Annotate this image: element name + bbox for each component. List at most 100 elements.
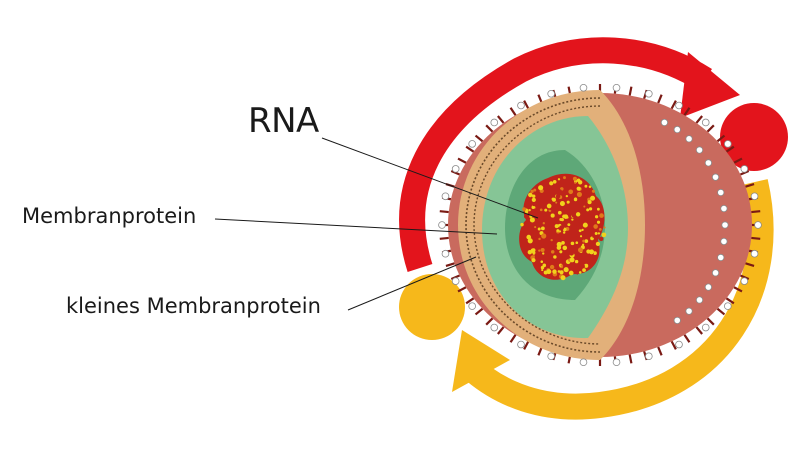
knob bbox=[451, 277, 460, 285]
knob bbox=[490, 323, 499, 332]
knob bbox=[724, 302, 732, 310]
spike bbox=[751, 236, 761, 240]
rna-speck bbox=[531, 248, 536, 253]
rna-speck bbox=[534, 226, 537, 229]
rna-speck bbox=[593, 224, 598, 229]
spike bbox=[497, 326, 505, 335]
spike bbox=[733, 157, 743, 164]
spike bbox=[740, 170, 750, 176]
membranprotein-label: Membranprotein bbox=[22, 204, 197, 228]
spike bbox=[537, 346, 543, 356]
spike bbox=[523, 100, 530, 110]
rna-speck bbox=[550, 250, 555, 254]
rna-leader bbox=[321, 137, 539, 219]
rna-speck bbox=[581, 264, 585, 268]
rna-speck bbox=[576, 223, 582, 229]
rna-speck bbox=[576, 272, 579, 275]
rna-speck bbox=[533, 188, 537, 192]
spike bbox=[725, 297, 735, 305]
rna-speck bbox=[592, 235, 595, 238]
rna-speck bbox=[552, 269, 557, 274]
rna-speck bbox=[584, 263, 589, 268]
rna-speck bbox=[594, 232, 598, 235]
rna-speck bbox=[531, 194, 536, 198]
knob bbox=[724, 140, 732, 148]
rna-speck bbox=[569, 250, 574, 256]
rna-speck bbox=[543, 256, 548, 262]
surface-knob bbox=[711, 269, 720, 277]
spike bbox=[457, 157, 467, 164]
rna-speck bbox=[575, 212, 581, 217]
knob bbox=[740, 165, 749, 173]
spike bbox=[465, 297, 475, 305]
spike bbox=[628, 86, 633, 96]
rna-speck bbox=[586, 208, 590, 212]
rna-speck bbox=[579, 235, 583, 238]
surface-knobs bbox=[438, 83, 762, 367]
knob bbox=[675, 101, 683, 110]
rna-speck bbox=[578, 271, 582, 274]
spike bbox=[657, 94, 663, 104]
rna-speck bbox=[596, 207, 600, 211]
rna-speck bbox=[597, 232, 601, 235]
spike bbox=[670, 340, 677, 350]
rna-speck bbox=[596, 220, 601, 224]
rna-speck bbox=[581, 228, 584, 232]
rna-speck bbox=[588, 207, 593, 211]
rna-speck bbox=[531, 258, 536, 263]
rna-speck bbox=[542, 252, 545, 255]
rna-speck bbox=[584, 239, 589, 244]
rna-speck bbox=[590, 195, 596, 201]
rna-speck bbox=[565, 194, 569, 198]
rna-speck bbox=[582, 243, 585, 246]
knob bbox=[701, 323, 710, 332]
spike bbox=[439, 210, 449, 214]
rna-speck bbox=[539, 208, 543, 212]
knob bbox=[517, 340, 525, 349]
rna-speck bbox=[557, 210, 562, 215]
rna-speck bbox=[549, 181, 554, 186]
rna-speck bbox=[562, 214, 566, 219]
knob bbox=[675, 340, 683, 349]
rna-speck bbox=[557, 178, 561, 181]
rna-speck bbox=[569, 257, 575, 263]
spike bbox=[683, 334, 691, 343]
rna-speck bbox=[601, 232, 607, 238]
rna-speck bbox=[577, 247, 583, 253]
surface-knob bbox=[711, 173, 720, 181]
rna-speck bbox=[522, 207, 527, 212]
spike bbox=[485, 317, 494, 326]
rna-speck bbox=[585, 193, 589, 197]
rna-speck bbox=[545, 211, 551, 217]
rna-speck bbox=[576, 191, 582, 198]
rna-speck bbox=[555, 201, 558, 204]
spike bbox=[509, 107, 517, 116]
rna-speck bbox=[540, 248, 545, 253]
spike bbox=[445, 262, 455, 267]
surface-knob bbox=[720, 237, 728, 246]
spike bbox=[716, 134, 726, 143]
rna-speck bbox=[552, 179, 557, 184]
rna-speck bbox=[574, 181, 577, 184]
rna-speck bbox=[543, 270, 548, 275]
red-circle-node bbox=[720, 103, 788, 171]
red-cycle-arrow bbox=[399, 37, 788, 272]
rna-speck bbox=[578, 180, 583, 185]
surface-knob bbox=[673, 125, 681, 134]
rna-speck bbox=[546, 193, 549, 196]
spike bbox=[474, 134, 484, 143]
spike bbox=[695, 115, 703, 124]
knob bbox=[750, 249, 759, 258]
spike bbox=[683, 107, 691, 116]
surface-knob bbox=[720, 204, 728, 213]
rna-speck bbox=[562, 197, 566, 201]
rna-speck bbox=[582, 239, 586, 243]
rna-speck bbox=[589, 249, 595, 255]
rna-speck bbox=[560, 264, 563, 267]
rna-speck bbox=[530, 189, 534, 193]
rna-speck bbox=[571, 213, 577, 218]
rna-speck bbox=[571, 218, 574, 221]
membranprotein-leader bbox=[214, 218, 498, 235]
spike bbox=[706, 124, 715, 133]
rna-speck bbox=[524, 214, 529, 219]
